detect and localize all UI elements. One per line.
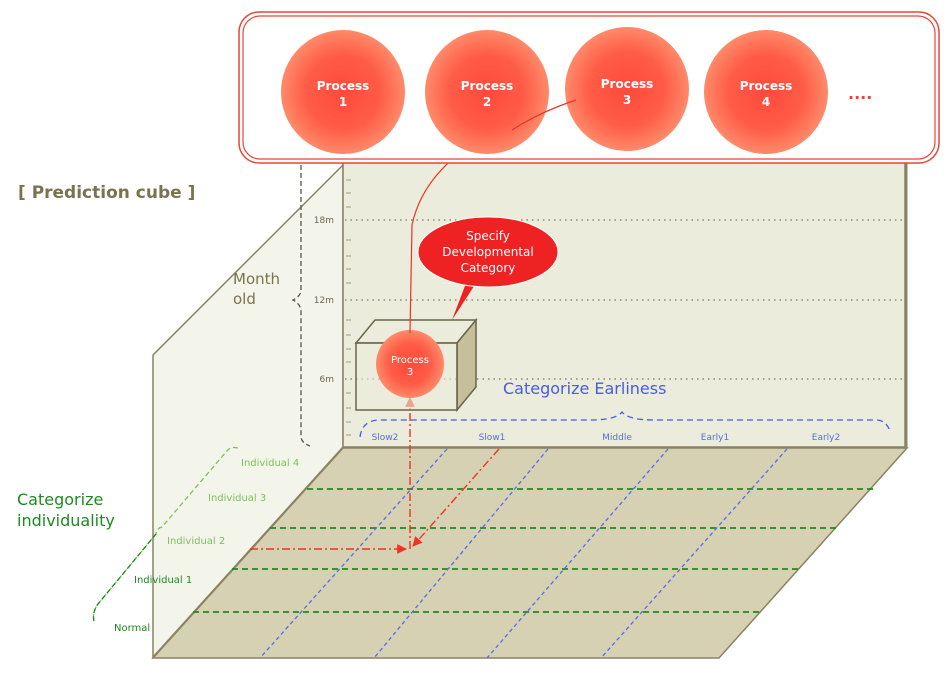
y-tick-label: 18m [314,216,334,226]
month-brace [291,165,311,447]
callout-text: Specify [466,229,510,243]
process-number: 1 [339,95,347,109]
more-processes-ellipsis: .... [848,84,872,103]
individuality-category: Individual 2 [167,536,225,547]
process-3[interactable]: Process 3 [565,27,689,151]
individuality-category: Individual 3 [208,493,266,504]
back-wall [342,149,906,448]
process-label: Process [601,77,654,91]
page-title: [ Prediction cube ] [18,183,195,203]
individuality-category: Normal [114,623,150,634]
y-tick-label: 6m [320,375,335,385]
individuality-title: Categorize [17,490,103,509]
earliness-brace [359,410,891,438]
floor [151,447,909,659]
process-label: Process [740,79,793,93]
earliness-columns [259,448,788,659]
process-1[interactable]: Process 1 [281,30,405,154]
individuality-rows [193,488,874,613]
process-circle[interactable] [565,27,689,151]
process-label: Process [461,79,514,93]
selected-process-label: Process [391,355,429,366]
earliness-category: Slow1 [479,433,506,443]
individuality-category: Individual 4 [241,458,299,469]
process-4[interactable]: Process 4 [704,30,828,154]
process-label: Process [317,79,370,93]
earliness-title: Categorize Earliness [503,379,666,398]
selected-process-circle [376,330,444,398]
y-axis-title: old [233,290,256,308]
selection-path [250,397,500,554]
earliness-category: Early2 [812,433,840,443]
process-number: 4 [762,95,770,109]
process-circle[interactable] [281,30,405,154]
individuality-category: Individual 1 [134,575,192,586]
earliness-category: Slow2 [372,433,399,443]
process-circle[interactable] [704,30,828,154]
y-tick-label: 12m [314,296,334,306]
process-2[interactable]: Process 2 [425,30,549,154]
callout-text: Developmental [442,245,533,259]
process-connector-start [511,99,577,131]
callout-text: Category [461,261,516,275]
individuality-brace [92,446,239,623]
callout-bubble [417,216,559,320]
individuality-brace-lower [92,533,157,623]
earliness-category: Middle [602,433,632,443]
y-axis-minor-ticks [346,179,351,436]
individuality-title: individuality [17,511,115,530]
selected-process-number: 3 [407,367,413,378]
y-axis-title: Month [233,270,280,288]
process-circle[interactable] [425,30,549,154]
earliness-category: Early1 [701,433,729,443]
process-number: 2 [483,95,491,109]
process-number: 3 [623,93,631,107]
